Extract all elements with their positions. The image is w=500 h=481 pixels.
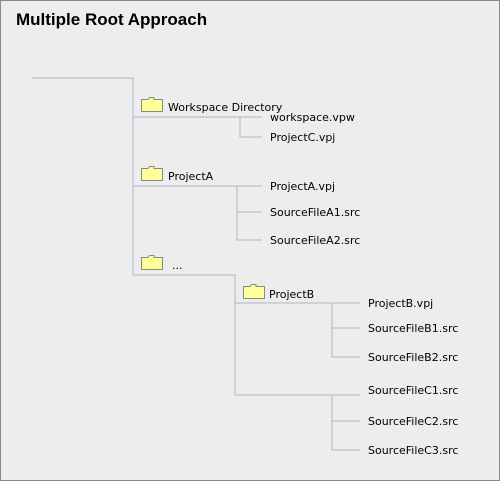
root-connector (32, 77, 134, 275)
node-workspace-vpw: workspace.vpw (270, 111, 355, 124)
connector-projecta-files (235, 185, 262, 241)
folder-icon (243, 284, 265, 299)
node-projectc-vpj: ProjectC.vpj (270, 131, 336, 144)
connector-ellipsis (133, 274, 236, 395)
folder-icon (141, 255, 163, 270)
node-sourcefilea2: SourceFileA2.src (270, 234, 361, 247)
node-workspace-directory: Workspace Directory (168, 101, 283, 114)
folder-icon (141, 166, 163, 181)
connector-sourcefile-c (235, 394, 360, 451)
connector-workspace-files (239, 116, 262, 138)
node-projectb: ProjectB (269, 288, 315, 301)
node-sourcefileb1: SourceFileB1.src (368, 322, 459, 335)
node-projectb-vpj: ProjectB.vpj (368, 297, 434, 310)
folder-icon (141, 97, 163, 112)
node-sourcefilec2: SourceFileC2.src (368, 415, 459, 428)
node-sourcefileb2: SourceFileB2.src (368, 351, 459, 364)
node-projecta: ProjectA (168, 170, 214, 183)
node-projecta-vpj: ProjectA.vpj (270, 180, 336, 193)
node-ellipsis: ... (172, 259, 183, 272)
node-sourcefilec3: SourceFileC3.src (368, 444, 459, 457)
node-sourcefilec1: SourceFileC1.src (368, 384, 459, 397)
node-sourcefilea1: SourceFileA1.src (270, 206, 361, 219)
connector-projectb (235, 302, 360, 358)
diagram-title: Multiple Root Approach (16, 10, 208, 29)
